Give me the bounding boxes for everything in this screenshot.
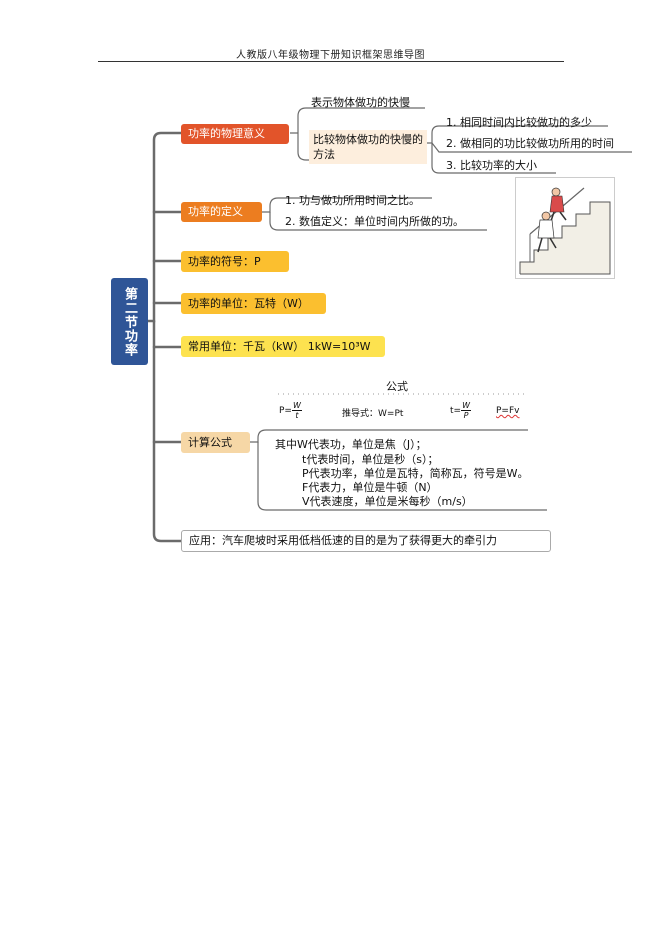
connector-methods-3 [431,143,556,174]
node-formula: 计算公式 [181,432,250,453]
connector-methods [425,125,608,144]
person-climbing-stairs-icon [519,187,611,275]
formula-title: 公式 [386,380,408,393]
connector-meaning-sub2 [297,133,309,161]
formula-power-denominator: t [295,411,299,420]
leaf-fast-slow: 表示物体做功的快慢 [311,96,410,109]
node-common-unit: 常用单位：千瓦（kW） 1kW=10³W [181,336,385,357]
method-3: 3. 比较功率的大小 [446,159,537,172]
trunk-vertical [152,319,183,543]
formula-power: P= W t [279,401,302,420]
header-rule [98,61,564,62]
formula-note-1: 其中W代表功，单位是焦（J）； [275,438,427,451]
formula-power-fraction: W t [291,401,302,420]
formula-note-4: F代表力，单位是牛顿（N） [302,481,438,494]
node-power-definition: 功率的定义 [181,202,262,222]
formula-note-3: P代表功率，单位是瓦特，简称瓦，符号是W。 [302,467,529,480]
connector-formula-sub2 [257,442,547,511]
trunk-connector [146,131,183,323]
node-application: 应用：汽车爬坡时采用低档低速的目的是为了获得更大的牵引力 [181,530,551,552]
stair-climbing-illustration [515,177,615,279]
node-power-unit: 功率的单位：瓦特（W） [181,293,326,314]
formula-pfv: P=Fv [496,406,520,416]
connector-methods-2 [431,142,632,153]
formula-note-5: V代表速度，单位是米每秒（m/s） [302,495,473,508]
header-title: 人教版八年级物理下册知识框架思维导图 [236,50,425,61]
method-1: 1. 相同时间内比较做功的多少 [446,116,592,129]
definition-2: 2. 数值定义：单位时间内所做的功。 [285,215,464,228]
formula-time-numerator: W [461,401,471,411]
connector-formula-sub [250,429,528,443]
connector-definition-sub [262,197,432,213]
formula-time: t= W P [450,401,471,420]
node-power-symbol: 功率的符号：P [181,251,289,272]
method-2: 2. 做相同的功比较做功所用的时间 [446,137,614,150]
formula-power-prefix: P= [279,405,292,416]
formula-note-2: t代表时间，单位是秒（s）； [302,453,439,466]
formula-power-numerator: W [291,401,302,411]
root-node: 第二节功率 [111,278,148,365]
node-power-meaning: 功率的物理意义 [181,124,289,144]
connector-definition-sub2 [269,212,487,231]
connector-meaning-sub [290,107,425,134]
formula-derived: 推导式：W=Pt [342,409,404,419]
formula-time-prefix: t= [450,405,462,416]
leaf-compare-methods: 比较物体做功的快慢的方法 [309,130,427,164]
formula-time-fraction: W P [461,401,471,420]
formula-time-denominator: P [463,411,469,420]
definition-1: 1. 功与做功所用时间之比。 [285,194,420,207]
